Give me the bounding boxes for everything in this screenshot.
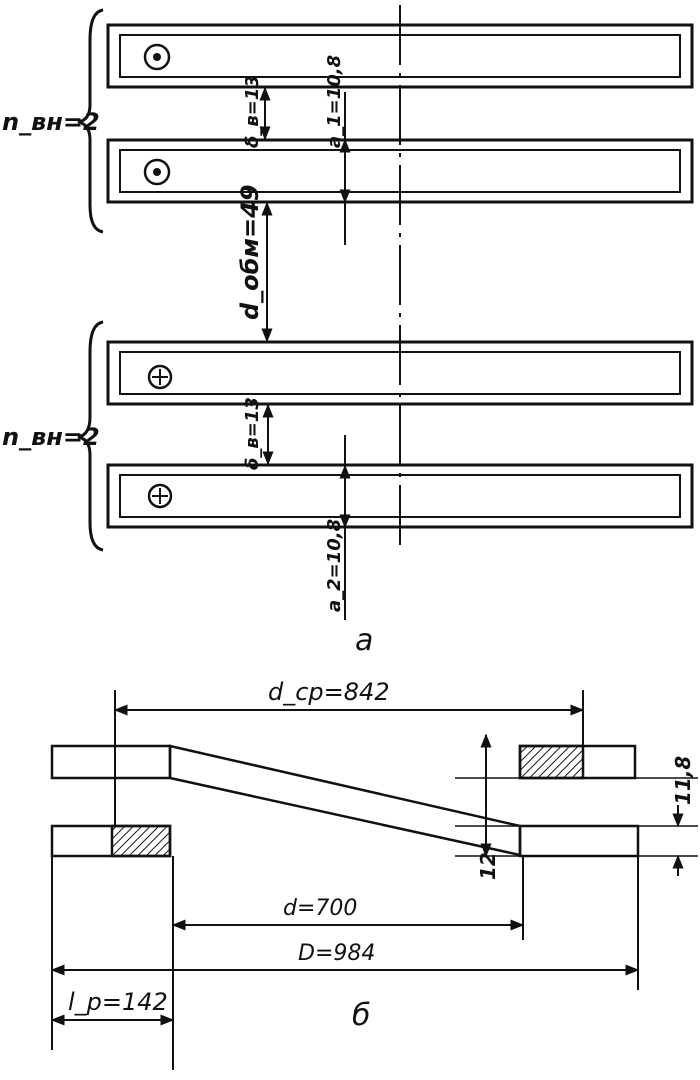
- gap-bottom-label: δ_в=13: [242, 397, 263, 470]
- plus-in-circle-icon: [147, 364, 173, 390]
- top-left-bar: [50, 744, 172, 780]
- bottom-right-bar: [518, 824, 640, 858]
- d-obm-label: d_обм=49: [236, 184, 264, 320]
- dot-in-circle-icon: [143, 158, 171, 186]
- D-label: D=984: [298, 941, 375, 966]
- caption-a: a: [355, 623, 373, 658]
- dot-in-circle-icon: [143, 43, 171, 71]
- slanted-lead: [168, 744, 522, 857]
- plus-in-circle-icon: [147, 483, 173, 509]
- lp-label: l_p=142: [68, 988, 168, 1016]
- dcp-label: d_ср=842: [268, 678, 390, 706]
- h118-label: 11,8: [671, 756, 695, 805]
- brace-bottom: [77, 320, 104, 552]
- gap-top-label: δ_в=13: [242, 75, 263, 148]
- figure-a: n_вн=2 n_вн=2 δ_в=13 a_1=10,8 d_обм=49 δ…: [2, 5, 694, 658]
- d-label: d=700: [283, 896, 357, 921]
- hatched-section-right: [518, 744, 585, 780]
- group-top-label: n_вн=2: [2, 108, 100, 136]
- h12-label: 12: [476, 852, 500, 880]
- caption-b: б: [352, 998, 371, 1033]
- hatched-section-left: [110, 824, 172, 858]
- group-bottom-label: n_вн=2: [2, 423, 100, 451]
- a2-label: a_2=10,8: [324, 519, 345, 612]
- a1-label: a_1=10,8: [324, 55, 345, 148]
- figure-b: d_ср=842 11,8 12 d=700 D=984 l_p=142 б: [50, 678, 698, 1070]
- brace-top: [77, 8, 104, 234]
